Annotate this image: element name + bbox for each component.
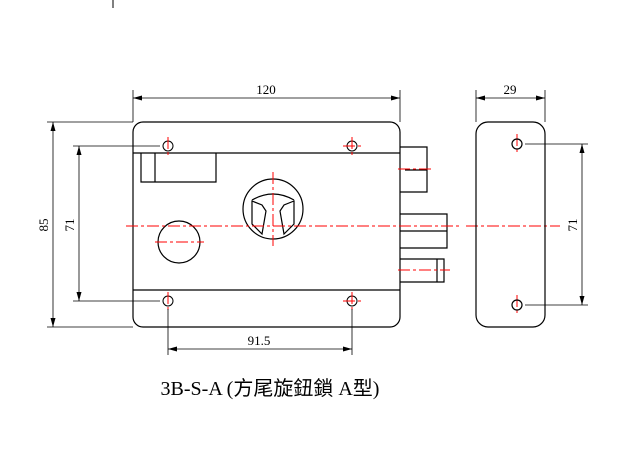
arrowheads <box>50 95 585 352</box>
center-lines <box>126 134 560 315</box>
arrow-71-top <box>76 146 82 155</box>
side-body-outline <box>475 121 546 328</box>
arrow-85-top <box>50 122 56 131</box>
arrow-91-5-right <box>343 346 352 352</box>
arrow-29-left <box>476 95 485 101</box>
front-mounting-holes <box>162 140 358 307</box>
dim-label-71-front: 71 <box>62 219 77 232</box>
arrow-71-side-top <box>579 144 585 153</box>
latch-block <box>140 153 217 183</box>
arrow-85-bottom <box>50 318 56 327</box>
dim-label-29: 29 <box>504 82 517 97</box>
arrow-29-right <box>536 95 545 101</box>
lock-body-outline <box>132 121 401 328</box>
arrow-120-left <box>133 95 142 101</box>
arrow-71-bottom <box>76 292 82 301</box>
dim-label-91-5: 91.5 <box>248 333 271 348</box>
dim-label-120: 120 <box>256 82 276 97</box>
dimension-lines <box>47 90 588 355</box>
product-caption: 3B-S-A (方尾旋鈕鎖 A型) <box>160 378 380 400</box>
front-view <box>132 121 448 328</box>
dim-label-71-side: 71 <box>565 219 580 232</box>
side-hole-bottom <box>511 299 523 311</box>
side-hole-top <box>511 138 523 150</box>
dim-label-85: 85 <box>36 219 51 232</box>
side-view <box>475 121 546 328</box>
knob-grip <box>251 200 295 236</box>
arrow-120-right <box>391 95 400 101</box>
arrow-91-5-left <box>168 346 177 352</box>
arrow-71-side-bottom <box>579 296 585 305</box>
